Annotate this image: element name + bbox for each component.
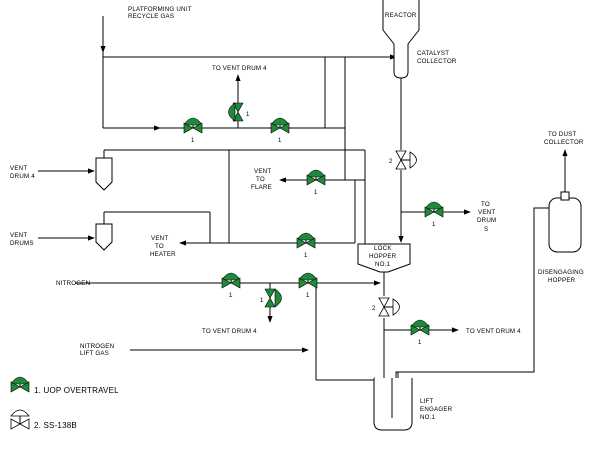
label-platforming-unit: PLATFORMING UNIT [128,6,192,13]
label-to-vent-drums-2: VENT [478,209,495,216]
label-hopper: HOPPER [369,253,397,260]
valve-vent-drums-number: 1 [432,222,436,228]
valve-n2-a[interactable] [221,272,241,289]
valve-n2-b-number: 1 [306,293,310,299]
legend-icon-uop [10,376,30,393]
label-vent-flare-1: VENT [254,168,271,175]
label-lift-gas: LIFT GAS [80,350,109,357]
label-to-vent-drum4-right: TO VENT DRUM 4 [466,328,521,335]
label-disengaging-hopper: HOPPER [548,277,576,284]
lift-engager-vessel [373,378,413,431]
valve-heater[interactable] [296,232,316,249]
legend-ss-138b: 2. SS-138B [34,421,77,430]
valve-lock-hopper-number: 2 [372,306,376,312]
valve-body [183,122,203,134]
labels: PLATFORMING UNIT RECYCLE GAS REACTOR CAT… [10,6,584,421]
valve-n2-vertical[interactable] [264,288,282,308]
valve-vent-drums[interactable] [424,201,444,218]
label-nitrogen: NITROGEN [56,280,90,287]
label-catalyst: CATALYST [417,50,449,57]
label-vent-drum4-2: DRUM 4 [10,173,35,180]
valve-n2-vertical-number: 1 [260,298,264,304]
label-lock-hopper-no1: NO.1 [375,261,391,268]
legend-icon-ss138b [10,409,30,430]
valve-collector[interactable] [395,150,417,170]
valve-vent-drum4-right[interactable] [410,319,430,336]
valve-vent-drum4-right-number: 1 [418,340,422,346]
valve-heater-number: 1 [304,253,308,259]
label-vent-drum2-2: DRUMS [10,240,34,247]
disengaging-hopper-vessel [548,197,582,253]
label-to-vent-drums-3: DRUM [477,217,496,224]
label-to-vent-drum4-top: TO VENT DRUM 4 [212,65,267,72]
label-to-vent-drum4-mid: TO VENT DRUM 4 [202,328,257,335]
valve-lock-hopper-outlet[interactable] [378,297,400,317]
label-to-vent-drums-4: S [484,226,488,233]
valve-b[interactable] [270,117,290,134]
label-vent-flare-3: FLARE [251,184,272,191]
label-to-vent-drums-1: TO [481,201,490,208]
lift-line [395,207,552,378]
label-engager: ENGAGER [420,406,453,413]
legend: 1. UOP OVERTRAVEL 2. SS-138B [10,376,119,430]
label-engager-no1: NO.1 [420,414,436,421]
valve-flare-number: 1 [314,190,318,196]
label-recycle-gas: RECYCLE GAS [128,13,174,20]
valve-b-number: 1 [278,138,282,144]
label-lock: LOCK [374,245,392,252]
reactor-vessel [382,0,420,79]
legend-uop-overtravel: 1. UOP OVERTRAVEL [34,386,119,395]
label-vent-heater-2: TO [155,243,164,250]
label-vent-drum2-1: VENT [10,232,27,239]
label-lift: LIFT [420,398,434,405]
valve-a[interactable] [183,117,203,134]
vent-drum2-vessel [95,223,113,251]
label-vent-flare-2: TO [256,176,265,183]
label-dust-collector: COLLECTOR [544,139,584,146]
valve-actuator [183,117,203,126]
valve-c-number: 1 [246,112,250,118]
label-nitrogen-lift: NITROGEN [80,343,114,350]
valve-c-vertical[interactable] [228,102,244,122]
label-collector: COLLECTOR [417,58,457,65]
valve-n2-b[interactable] [298,272,318,289]
label-to-dust: TO DUST [548,131,576,138]
lock-hopper-vessel [357,243,411,273]
equipment [95,0,582,431]
disengaging-hopper-nozzle [560,191,570,201]
valve-flare[interactable] [306,169,326,186]
label-vent-drum4-1: VENT [10,165,27,172]
label-vent-heater-3: HEATER [150,251,176,258]
valve-a-number: 1 [191,138,195,144]
valve-collector-number: 2 [389,159,393,165]
piping [38,16,568,383]
vent-drum4-vessel [95,157,113,191]
label-disengaging: DISENGAGING [538,269,584,276]
valve-n2-a-number: 1 [229,293,233,299]
label-vent-heater-1: VENT [151,235,168,242]
label-reactor: REACTOR [385,12,417,19]
